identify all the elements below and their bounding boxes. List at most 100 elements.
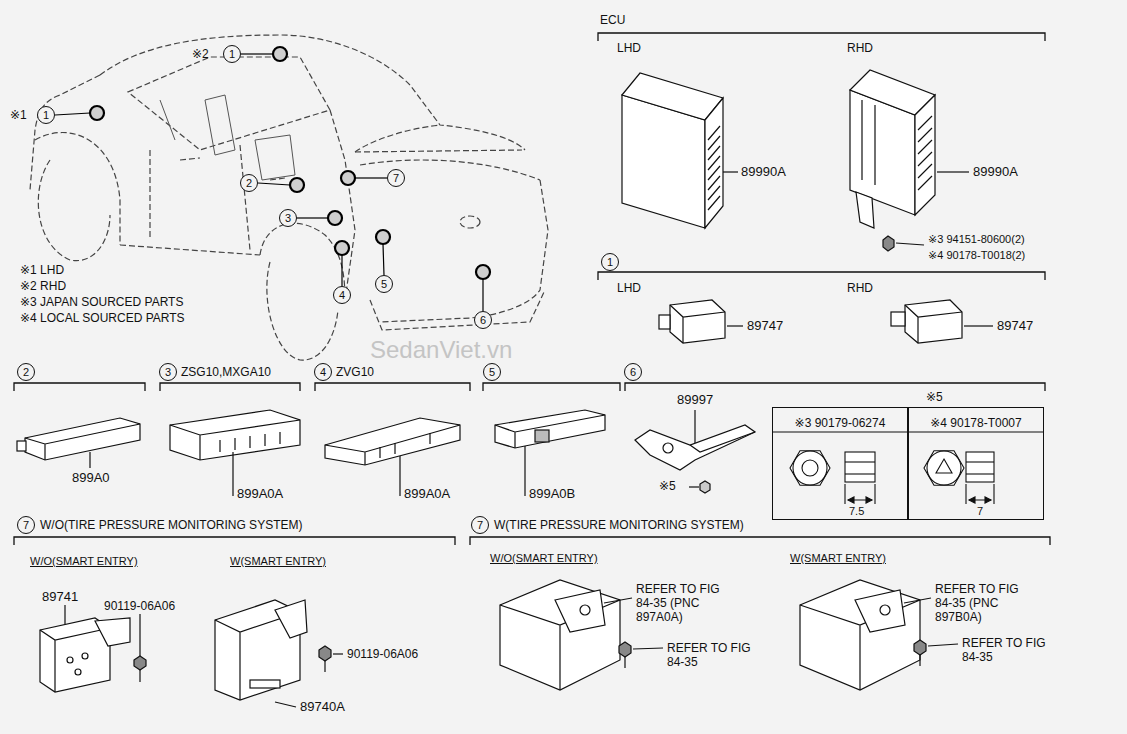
antenna-parts-piece	[399, 456, 400, 496]
reference-note: REFER TO FIG 84-35	[667, 641, 759, 669]
sensor-89747-piece	[891, 312, 905, 326]
vehicle-outline-piece	[38, 160, 110, 261]
callout-number: 7	[23, 520, 29, 531]
callout-number: 1	[229, 49, 235, 60]
part-label: ECU	[600, 13, 625, 27]
callout-circle: 1	[37, 106, 55, 124]
nut-table-piece	[966, 473, 994, 474]
nut-table-piece	[802, 460, 818, 476]
vehicle-outline-piece	[355, 150, 522, 152]
callout-circle: 4	[314, 363, 332, 381]
callout-circle: 3	[159, 363, 177, 381]
sensor-89747-piece	[727, 325, 743, 326]
reference-note: REFER TO FIG 84-35	[962, 636, 1054, 664]
antenna-parts-piece	[89, 452, 90, 468]
receiver-parts-piece	[914, 640, 926, 655]
section-brackets	[14, 33, 1050, 545]
antenna-parts-piece	[220, 432, 280, 452]
hotspot-dots-piece	[335, 241, 349, 255]
antenna-parts-piece	[690, 432, 755, 452]
antenna-parts-piece	[25, 418, 140, 460]
vehicle-interior-piece	[255, 135, 295, 180]
antenna-parts-piece	[524, 446, 525, 496]
part-label: W(SMART ENTRY)	[790, 552, 886, 565]
vehicle-outline-piece	[35, 133, 120, 246]
part-label: ※3 94151-80600(2)	[928, 233, 1025, 246]
receiver-parts-piece	[619, 642, 631, 657]
sensor-89747-piece	[905, 300, 962, 343]
hotspot-leaders	[55, 54, 483, 311]
receiver-parts-piece	[40, 628, 110, 692]
part-label: 899A0A	[404, 486, 450, 502]
part-label: 89747	[997, 318, 1033, 334]
receiver-parts-piece	[904, 598, 931, 603]
receiver-parts-piece	[134, 656, 146, 670]
part-label: ※2 RHD	[20, 279, 66, 293]
callout-number: 7	[393, 173, 399, 184]
vehicle-outline-piece	[370, 290, 545, 330]
part-label: W/O(SMART ENTRY)	[30, 555, 138, 568]
part-label: W/O(SMART ENTRY)	[490, 552, 598, 565]
ecu-unit-piece	[918, 116, 932, 190]
receiver-parts-piece	[855, 590, 905, 632]
antenna-parts-piece	[25, 424, 140, 460]
receiver-parts-piece	[75, 669, 81, 675]
section-brackets-piece	[598, 272, 1045, 280]
nut-table-piece	[924, 451, 964, 486]
receiver-parts-piece	[139, 670, 140, 682]
part-label: W(SMART ENTRY)	[230, 555, 326, 568]
receiver-parts	[40, 580, 958, 707]
callout-circle: 1	[223, 45, 241, 63]
ecu-unit-piece	[705, 98, 723, 228]
receiver-parts-piece	[919, 655, 920, 666]
part-label: 90119-06A06	[104, 599, 175, 613]
section-brackets-piece	[315, 383, 470, 391]
antenna-parts-piece	[694, 410, 695, 443]
callout-number: 4	[339, 290, 345, 301]
hotspot-dots-piece	[90, 106, 104, 120]
vehicle-outline-piece	[240, 145, 250, 250]
callout-circle: 3	[279, 209, 297, 227]
vehicle-outline-piece	[120, 245, 260, 255]
receiver-parts-piece	[67, 657, 73, 663]
vehicle-outline-piece	[380, 180, 548, 322]
nut-table-piece	[845, 473, 875, 474]
receiver-parts-piece	[95, 618, 130, 646]
callout-circle: 6	[624, 363, 642, 381]
callout-number: 4	[320, 367, 326, 378]
nut-table-piece	[927, 451, 961, 485]
part-label: ※4 90178-T0018(2)	[928, 249, 1025, 262]
part-label: LHD	[617, 281, 641, 295]
nut-table-piece	[966, 484, 994, 504]
antenna-parts-piece	[170, 420, 300, 460]
receiver-parts-piece	[555, 590, 605, 632]
part-label: W/O(TIRE PRESSURE MONITORING SYSTEM)	[40, 518, 302, 532]
ecu-unit-piece	[862, 100, 875, 185]
vehicle-outline-piece	[260, 223, 345, 300]
sensor-89747-piece	[659, 315, 670, 329]
vehicle-interior-piece	[205, 95, 235, 155]
part-label: 89740A	[300, 699, 345, 715]
hotspot-dots	[90, 47, 490, 279]
hotspot-leaders-piece	[341, 255, 342, 286]
receiver-parts-piece	[880, 605, 890, 615]
callout-number: 5	[381, 279, 387, 290]
hotspot-leaders-piece	[55, 113, 90, 115]
hotspot-dots-piece	[273, 47, 287, 61]
callout-number: 6	[630, 367, 636, 378]
callout-circle: 5	[375, 275, 393, 293]
part-label: 89747	[747, 318, 783, 334]
section-brackets-piece	[483, 383, 620, 391]
hotspot-dots-piece	[290, 178, 304, 192]
hotspot-leaders-piece	[355, 177, 387, 178]
vehicle-outline-piece	[128, 57, 330, 150]
ecu-unit-piece	[883, 236, 894, 251]
ecu-unit	[622, 70, 969, 251]
part-label: 899A0A	[237, 486, 283, 502]
part-label: 90119-06A06	[347, 647, 418, 661]
part-label: ZSG10,MXGA10	[181, 365, 271, 379]
callout-circle: 4	[333, 286, 351, 304]
nut-table-piece	[969, 497, 991, 503]
sensor-89747-piece	[670, 300, 725, 343]
